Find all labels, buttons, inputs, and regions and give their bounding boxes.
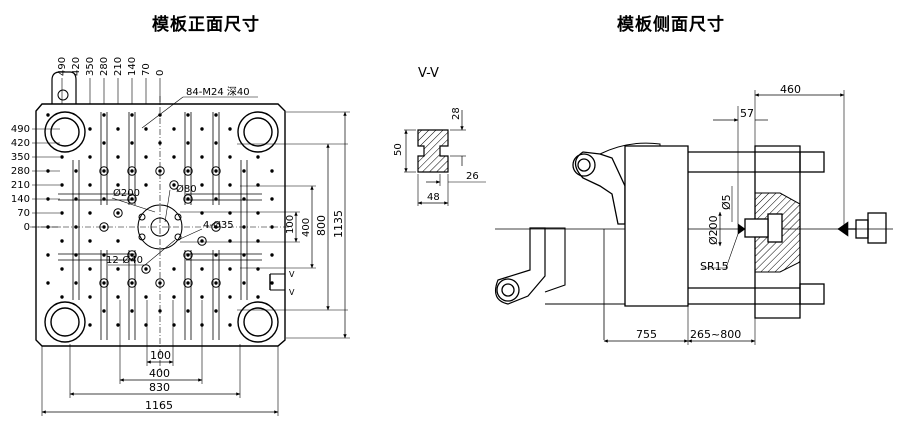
callout-twelve-holes: 12-Ø40 xyxy=(106,254,143,266)
left-tick-label: 210 xyxy=(11,180,30,191)
dim-755: 755 xyxy=(636,328,657,341)
top-tick-label: 70 xyxy=(141,63,152,76)
t-slots xyxy=(58,112,262,340)
left-tick-label: 70 xyxy=(17,208,30,219)
dim-100-horizontal: 100 xyxy=(150,349,171,362)
dim-48: 48 xyxy=(427,192,440,203)
dim-phi5: Ø5 xyxy=(720,194,733,210)
top-tick-label: 280 xyxy=(99,57,110,76)
top-tick-label: 140 xyxy=(127,57,138,76)
section-vv-view xyxy=(404,110,486,206)
top-tick-label: 490 xyxy=(57,57,68,76)
front-platen-view xyxy=(30,71,350,416)
side-view-title: 模板侧面尺寸 xyxy=(617,15,725,35)
t-slot-profile xyxy=(417,129,449,173)
callout-four-holes: 4-Ø35 xyxy=(203,219,234,231)
dim-400-vertical: 400 xyxy=(301,218,312,237)
section-mark-lower: V xyxy=(289,288,295,297)
dim-830: 830 xyxy=(149,381,170,394)
lower-toggle-link xyxy=(495,227,546,305)
dim-265-800: 265~800 xyxy=(690,328,741,341)
left-tick-label: 490 xyxy=(11,124,30,135)
section-mark-upper: V xyxy=(289,270,295,279)
left-tick-label: 350 xyxy=(11,152,30,163)
lifting-lug xyxy=(51,71,77,104)
callout-center-ring: Ø200 xyxy=(113,187,140,199)
left-tick-label: 140 xyxy=(11,194,30,205)
callout-tapped-holes: 84-M24 深40 xyxy=(186,86,250,98)
dim-800: 800 xyxy=(315,215,328,236)
dim-460: 460 xyxy=(780,83,801,96)
dim-phi200: Ø200 xyxy=(707,215,720,245)
dim-28: 28 xyxy=(451,107,462,120)
dim-sr15: SR15 xyxy=(700,260,729,273)
front-view-title: 模板正面尺寸 xyxy=(152,15,260,35)
dim-26: 26 xyxy=(466,171,479,182)
dim-400-horizontal: 400 xyxy=(149,367,170,380)
dim-1165: 1165 xyxy=(145,399,173,412)
upper-toggle-link xyxy=(574,151,626,225)
callout-center-hole: Ø80 xyxy=(176,183,197,195)
top-tick-label: 420 xyxy=(71,57,82,76)
top-tick-label: 350 xyxy=(85,57,96,76)
dim-100-vertical: 100 xyxy=(285,215,296,234)
top-tick-label: 0 xyxy=(155,70,166,76)
dim-50: 50 xyxy=(393,143,404,156)
lug-hole xyxy=(57,89,69,101)
dim-1135: 1135 xyxy=(332,210,345,238)
side-platen-view xyxy=(495,90,893,345)
section-vv-label: V-V xyxy=(418,66,439,81)
left-tick-label: 420 xyxy=(11,138,30,149)
ejector-holes xyxy=(99,166,221,288)
top-tick-label: 210 xyxy=(113,57,124,76)
left-tick-label: 280 xyxy=(11,166,30,177)
left-tick-label: 0 xyxy=(24,222,30,233)
moving-platen xyxy=(624,145,689,307)
tie-bar-holes xyxy=(44,111,279,343)
dim-57: 57 xyxy=(740,107,754,120)
